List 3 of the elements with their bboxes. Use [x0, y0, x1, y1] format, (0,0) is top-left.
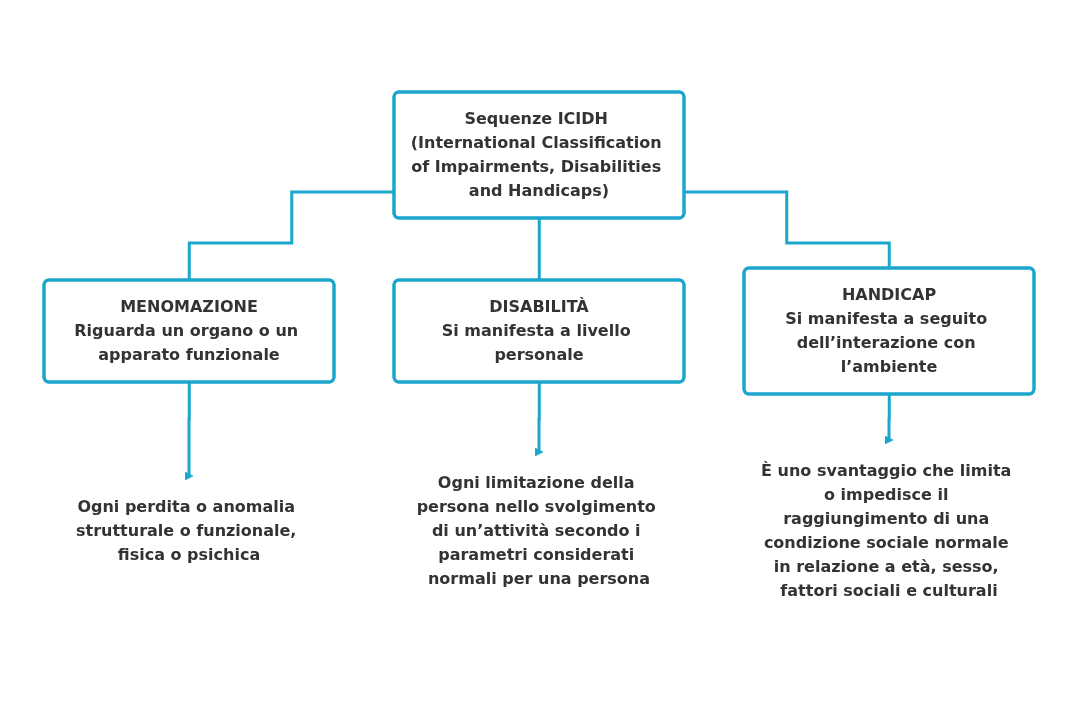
- node-text: È uno svantaggio che limita o impedisce il raggiungimento di una condizione sociale normale in relazione a età, sesso, fattori sociali e culturali: [760, 461, 1011, 600]
- node-text: Ogni limitazione della persona nello svolgimento di un’attività secondo i parametri considerati normali per una persona: [416, 473, 656, 588]
- node-text: Ogni perdita o anomalia strutturale o funzionale, fisica o psichica: [75, 497, 296, 564]
